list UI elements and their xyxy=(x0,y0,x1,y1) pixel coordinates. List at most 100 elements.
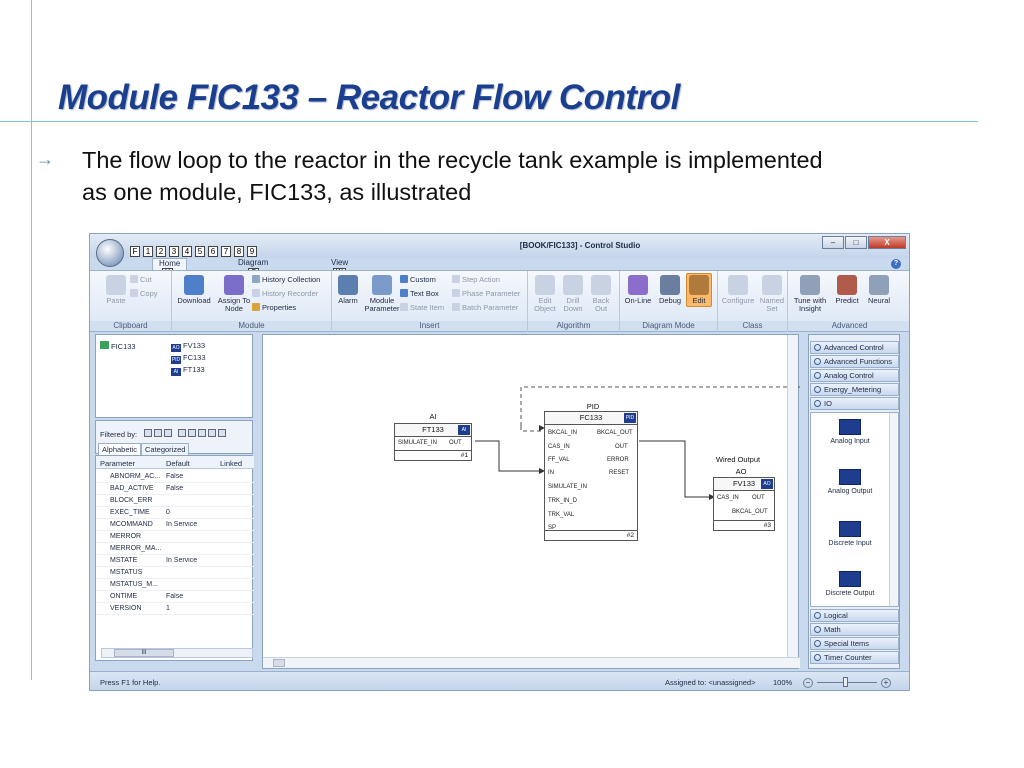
module-parameter-button[interactable]: Module Parameter xyxy=(364,275,400,313)
palette-category-advanced-control[interactable]: Advanced Control xyxy=(810,341,899,354)
named-set-button[interactable]: Named Set xyxy=(758,275,786,313)
pin-out[interactable]: OUT xyxy=(449,440,462,446)
scroll-thumb[interactable] xyxy=(273,659,285,667)
predict-button[interactable]: Predict xyxy=(832,275,862,305)
scroll-thumb[interactable]: III xyxy=(114,649,174,657)
close-button[interactable]: X xyxy=(868,236,906,249)
palette-item-analog-input[interactable]: Analog Input xyxy=(811,419,889,445)
pin-simulate-in[interactable]: SIMULATE_IN xyxy=(548,484,587,490)
batch-parameter-button[interactable]: Batch Parameter xyxy=(452,303,518,312)
zoom-slider-thumb[interactable] xyxy=(843,677,848,687)
keytip[interactable]: 3 xyxy=(169,246,179,257)
minimize-button[interactable]: – xyxy=(822,236,844,249)
pin-bkcal-out[interactable]: BKCAL_OUT xyxy=(732,509,768,515)
step-action-button[interactable]: Step Action xyxy=(452,275,500,284)
history-collection-button[interactable]: History Collection xyxy=(252,275,320,284)
column-header-parameter[interactable]: Parameter xyxy=(100,459,136,468)
alarm-button[interactable]: Alarm xyxy=(334,275,362,305)
text-box-button[interactable]: Text Box xyxy=(400,289,439,298)
tab-home[interactable]: Home xyxy=(152,258,188,270)
filter-checkbox[interactable] xyxy=(198,429,206,437)
keytip[interactable]: 8 xyxy=(234,246,244,257)
neural-button[interactable]: Neural xyxy=(864,275,894,305)
filter-checkbox[interactable] xyxy=(218,429,226,437)
filter-checkbox[interactable] xyxy=(188,429,196,437)
column-header-default[interactable]: Default xyxy=(166,459,190,468)
palette-scrollbar[interactable] xyxy=(889,413,898,606)
canvas-vertical-scrollbar[interactable] xyxy=(787,335,798,658)
diagram-canvas[interactable]: AI FT133 AI SIMULATE_IN OUT #1 PID FC133… xyxy=(262,334,800,669)
pin-sp[interactable]: SP xyxy=(548,525,557,531)
palette-category-timer-counter[interactable]: Timer Counter xyxy=(810,651,899,664)
pin-cas-in[interactable]: CAS_IN xyxy=(717,495,739,501)
pin-trk-val[interactable]: TRK_VAL xyxy=(548,512,575,518)
pin-in[interactable]: IN xyxy=(548,470,554,476)
help-icon[interactable]: ? xyxy=(891,259,901,269)
palette-category-logical[interactable]: Logical xyxy=(810,609,899,622)
custom-button[interactable]: Custom xyxy=(400,275,436,284)
copy-button[interactable]: Copy xyxy=(130,289,158,298)
back-out-button[interactable]: Back Out xyxy=(588,275,614,313)
maximize-button[interactable]: □ xyxy=(845,236,867,249)
keytip[interactable]: 5 xyxy=(195,246,205,257)
palette-category-io[interactable]: IO xyxy=(810,397,899,410)
pin-bkcal-out[interactable]: BKCAL_OUT xyxy=(597,430,633,436)
keytip[interactable]: 7 xyxy=(221,246,231,257)
filter-checkbox[interactable] xyxy=(154,429,162,437)
palette-category-analog-control[interactable]: Analog Control xyxy=(810,369,899,382)
table-row[interactable]: MSTATUS xyxy=(96,567,254,579)
column-header-linked[interactable]: Linked xyxy=(220,459,243,468)
application-menu-button[interactable] xyxy=(96,239,124,267)
assign-to-node-button[interactable]: Assign To Node xyxy=(216,275,252,313)
palette-category-advanced-functions[interactable]: Advanced Functions xyxy=(810,355,899,368)
palette-item-discrete-output[interactable]: Discrete Output xyxy=(811,571,889,597)
pin-out[interactable]: OUT xyxy=(752,495,765,501)
filter-checkbox[interactable] xyxy=(164,429,172,437)
zoom-in-button[interactable]: + xyxy=(881,678,891,688)
pin-trk-in-d[interactable]: TRK_IN_D xyxy=(548,498,578,504)
zoom-out-button[interactable]: − xyxy=(803,678,813,688)
pid-function-block[interactable]: FC133 PID BKCAL_IN CAS_IN FF_VAL IN SIMU… xyxy=(544,411,638,541)
online-button[interactable]: On-Line xyxy=(622,275,654,305)
debug-button[interactable]: Debug xyxy=(656,275,684,305)
tab-view[interactable]: View xyxy=(331,258,349,267)
palette-item-discrete-input[interactable]: Discrete Input xyxy=(811,521,889,547)
pin-simulate-in[interactable]: SIMULATE_IN xyxy=(398,440,437,446)
phase-parameter-button[interactable]: Phase Parameter xyxy=(452,289,520,298)
table-row[interactable]: MSTATUS_M... xyxy=(96,579,254,591)
filter-checkbox[interactable] xyxy=(208,429,216,437)
keytip[interactable]: 4 xyxy=(182,246,192,257)
keytip[interactable]: 2 xyxy=(156,246,166,257)
parameter-grid-scrollbar[interactable]: III xyxy=(101,648,253,658)
state-item-button[interactable]: State Item xyxy=(400,303,444,312)
pin-out[interactable]: OUT xyxy=(615,444,628,450)
tune-with-insight-button[interactable]: Tune with Insight xyxy=(792,275,828,313)
table-row[interactable]: BLOCK_ERR xyxy=(96,495,254,507)
keytip[interactable]: 6 xyxy=(208,246,218,257)
drill-down-button[interactable]: Drill Down xyxy=(560,275,586,313)
download-button[interactable]: Download xyxy=(174,275,214,305)
table-row[interactable]: MERROR xyxy=(96,531,254,543)
edit-mode-button[interactable]: Edit xyxy=(686,273,712,307)
palette-category-special-items[interactable]: Special Items xyxy=(810,637,899,650)
keytip[interactable]: 1 xyxy=(143,246,153,257)
tree-root-fic133[interactable]: FIC133 xyxy=(100,341,136,351)
properties-button[interactable]: Properties xyxy=(252,303,296,312)
pin-reset[interactable]: RESET xyxy=(609,470,630,476)
tab-diagram[interactable]: Diagram xyxy=(238,258,269,267)
keytip[interactable]: 9 xyxy=(247,246,257,257)
paste-button[interactable]: Paste xyxy=(98,275,134,305)
palette-item-analog-output[interactable]: Analog Output xyxy=(811,469,889,495)
palette-category-energy-metering[interactable]: Energy_Metering xyxy=(810,383,899,396)
keytip[interactable]: F xyxy=(130,246,140,257)
pin-bkcal-in[interactable]: BKCAL_IN xyxy=(548,430,578,436)
